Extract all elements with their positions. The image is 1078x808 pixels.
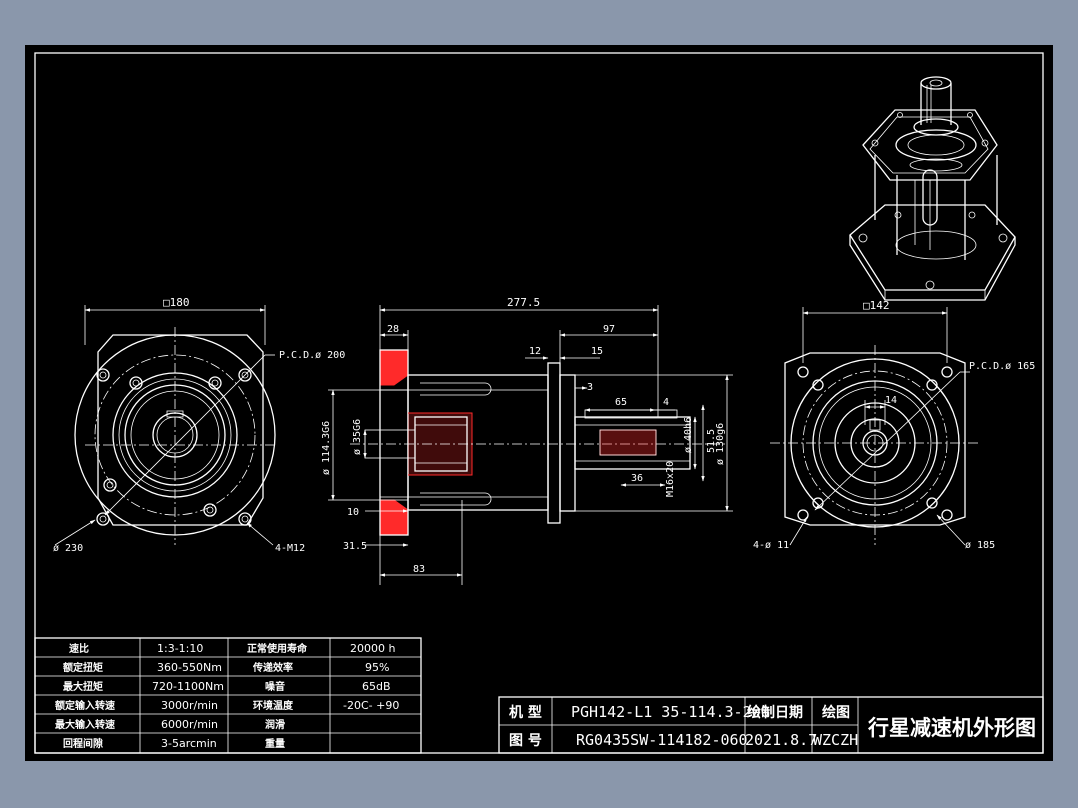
tb-drafter-value: WZCZH [813,731,858,749]
spec-r5-c1: 3-5arcmin [161,737,217,750]
tb-title: 行星减速机外形图 [867,715,1036,740]
sec-dim-15: 15 [591,346,603,357]
spec-r2-c2: 噪音 [265,680,285,693]
left-dim-square: □180 [163,296,190,309]
tb-date-label: 绘制日期 [747,704,803,721]
right-dim-14: 14 [885,395,897,406]
spec-r4-c1: 6000r/min [161,718,218,731]
spec-r3-c1: 3000r/min [161,699,218,712]
sec-dim-12: 12 [529,346,541,357]
sec-dim-3: 3 [587,382,593,393]
sec-dim-bore: ø 114.3G6 [321,421,332,475]
sec-dim-515: 51.5 [706,429,717,453]
section-view [328,305,733,585]
spec-r3-c3: -20C- +90 [343,699,399,712]
sec-dim-pilot: ø 130g6 [715,423,726,465]
tb-model-label: 机 型 [509,704,542,721]
sec-dim-inner: ø 35G6 [352,419,363,455]
spec-r0-c1: 1:3-1:10 [157,642,203,655]
tb-drawing-no-value: RG0435SW-114182-060 [576,731,748,749]
spec-r5-c0: 回程间隙 [63,737,103,750]
right-dim-holes: 4-ø 11 [753,540,789,551]
sec-dim-65: 65 [615,397,627,408]
sec-dim-97: 97 [603,324,615,335]
tb-date-value: 2021.8.7 [745,731,817,749]
right-dim-pcd: P.C.D.ø 165 [969,361,1035,372]
left-dim-holes: 4-M12 [275,543,305,554]
sec-dim-4: 4 [663,397,669,408]
sec-dim-total: 277.5 [507,296,540,309]
sec-dim-315: 31.5 [343,541,367,552]
isometric-view [849,76,1016,301]
spec-r3-c0: 额定输入转速 [55,699,115,712]
spec-r0-c3: 20000 h [350,642,395,655]
tb-drawing-no-label: 图 号 [509,733,542,749]
sec-dim-36: 36 [631,473,643,484]
left-front-view [54,305,276,546]
right-dim-185: ø 185 [965,540,995,551]
spec-r5-c2: 重量 [265,737,285,750]
title-block [498,696,1044,754]
spec-r2-c1: 720-1100Nm [152,680,224,693]
tb-drafter-label: 绘图 [822,704,850,721]
sec-dim-28: 28 [387,324,399,335]
spec-r3-c2: 环境温度 [253,699,294,712]
spec-r1-c0: 额定扭矩 [63,661,103,674]
spec-r1-c2: 传递效率 [252,661,293,674]
cad-viewport[interactable]: □180 P.C.D.ø 200 ø 230 4-M12 [25,45,1053,761]
spec-r2-c0: 最大扭矩 [63,680,103,693]
sec-dim-shaft: ø 40h6 [683,417,694,453]
spec-r1-c1: 360-550Nm [157,661,222,674]
right-front-view [770,307,980,546]
tb-model-value: PGH142-L1 35-114.3-200 [571,703,770,721]
spec-r2-c3: 65dB [362,680,391,693]
right-dim-square: □142 [863,299,890,312]
spec-r4-c2: 润滑 [265,718,285,731]
sec-dim-83: 83 [413,564,425,575]
left-dim-pcd: P.C.D.ø 200 [279,350,345,361]
spec-r0-c0: 速比 [69,642,89,655]
spec-table [34,637,422,754]
spec-r0-c2: 正常使用寿命 [247,642,308,655]
sec-dim-10: 10 [347,507,359,518]
sec-dim-thread: M16x20 [665,461,676,497]
drawing-sheet: □180 P.C.D.ø 200 ø 230 4-M12 [34,52,1044,754]
left-dim-outer: ø 230 [53,543,83,554]
spec-r1-c3: 95% [365,661,389,674]
spec-r4-c0: 最大输入转速 [55,718,115,731]
